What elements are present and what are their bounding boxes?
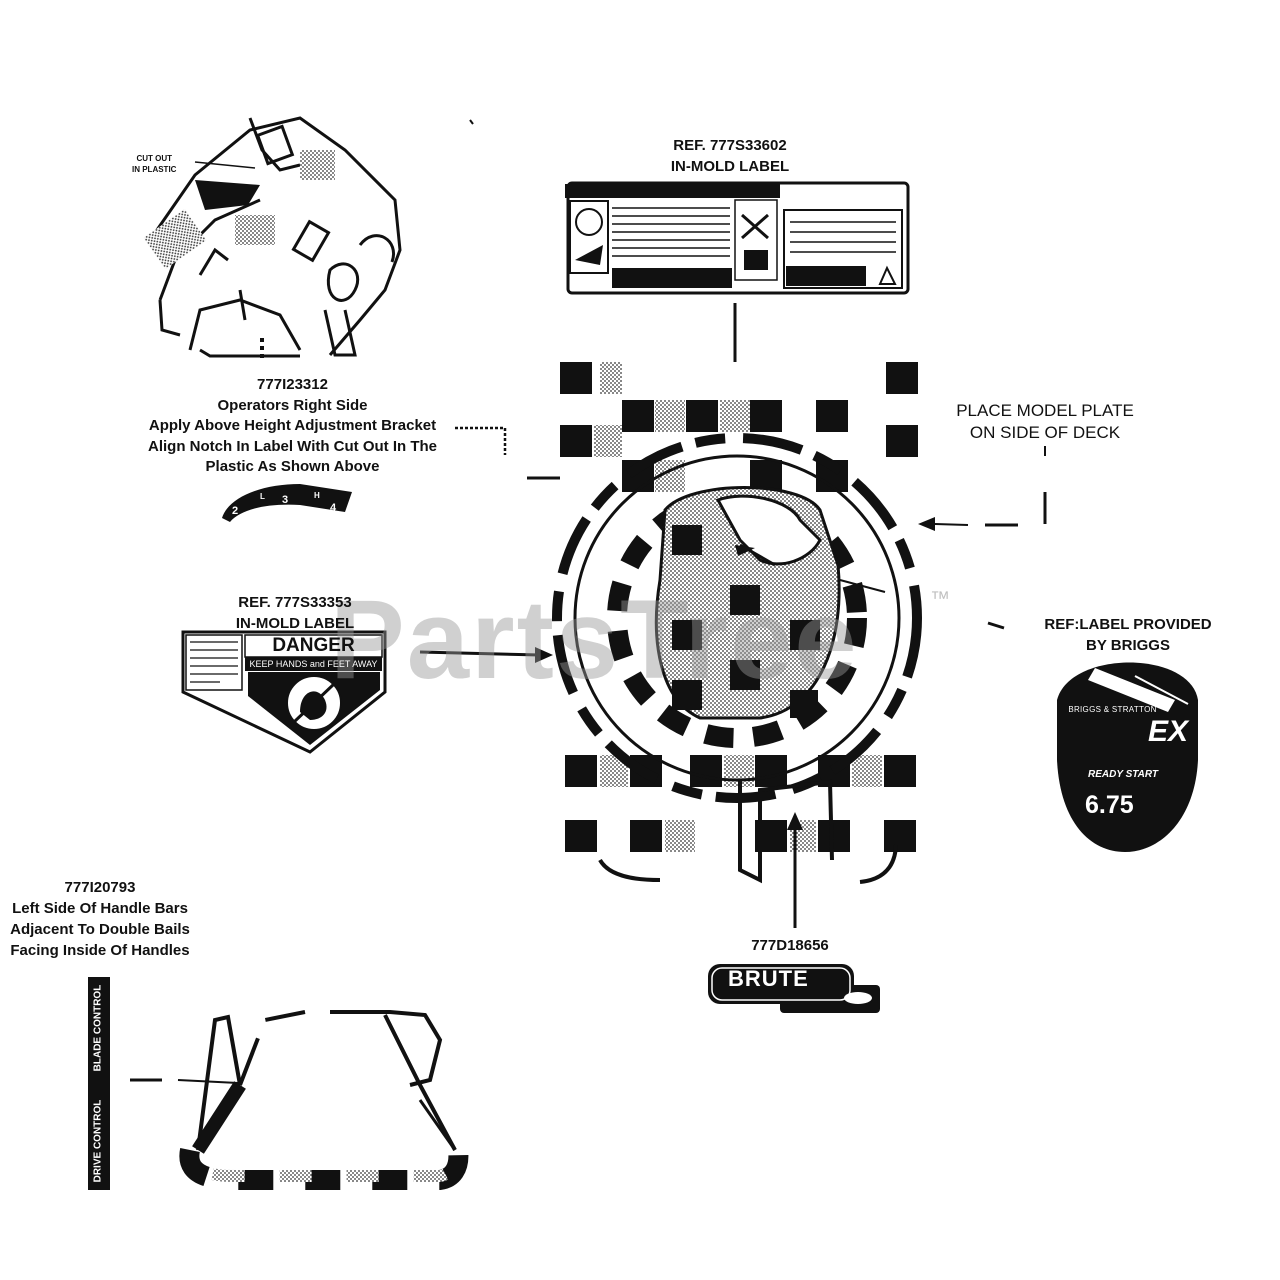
top-label-ref: REF. 777S33602 (673, 137, 787, 154)
height-scale-decal (222, 484, 352, 522)
mower-deck (552, 362, 922, 884)
height-adjuster-housing (148, 116, 402, 358)
watermark: PartsTree (330, 577, 859, 702)
briggs-label-callout: REF:LABEL PROVIDED BY BRIGGS (1044, 616, 1212, 654)
drive-control-text: DRIVE CONTROL (92, 1099, 104, 1183)
height-label-part: 777I23312 (257, 376, 328, 393)
top-label-type: IN-MOLD LABEL (670, 158, 790, 175)
handle-label-part: 777I20793 (64, 879, 136, 896)
brute-decal (708, 964, 880, 1013)
cutout-note: CUT OUT IN PLASTIC (132, 154, 177, 174)
handle-label-callout: 777I20793 Left Side Of Handle Bars Adjac… (0, 877, 210, 961)
watermark-trademark: ™ (930, 588, 950, 610)
danger-decal-subtitle: KEEP HANDS and FEET AWAY (249, 659, 378, 669)
handle-bars (130, 1010, 469, 1190)
height-label-callout: 777I23312 Operators Right Side Apply Abo… (120, 375, 465, 478)
blade-control-text: BLADE CONTROL (92, 984, 104, 1072)
height-scale-text: 2 L 3 H 4 (232, 491, 337, 517)
handle-control-decal (88, 977, 110, 1190)
brute-decal-text: BRUTE (728, 966, 809, 991)
danger-label-ref: REF. 777S33353 (238, 594, 352, 611)
danger-decal (181, 630, 387, 754)
danger-decal-title: DANGER (272, 635, 355, 656)
brute-label-part: 777D18656 (751, 937, 829, 954)
danger-label-type: IN-MOLD LABEL (235, 615, 355, 632)
top-label-callout: REF. 777S33602 IN-MOLD LABEL (630, 135, 830, 177)
model-plate-note: PLACE MODEL PLATE ON SIDE OF DECK (956, 401, 1134, 442)
warning-label-decal (565, 181, 910, 295)
briggs-engine-decal (1057, 662, 1198, 852)
danger-label-callout: REF. 777S33353 IN-MOLD LABEL (195, 592, 395, 634)
